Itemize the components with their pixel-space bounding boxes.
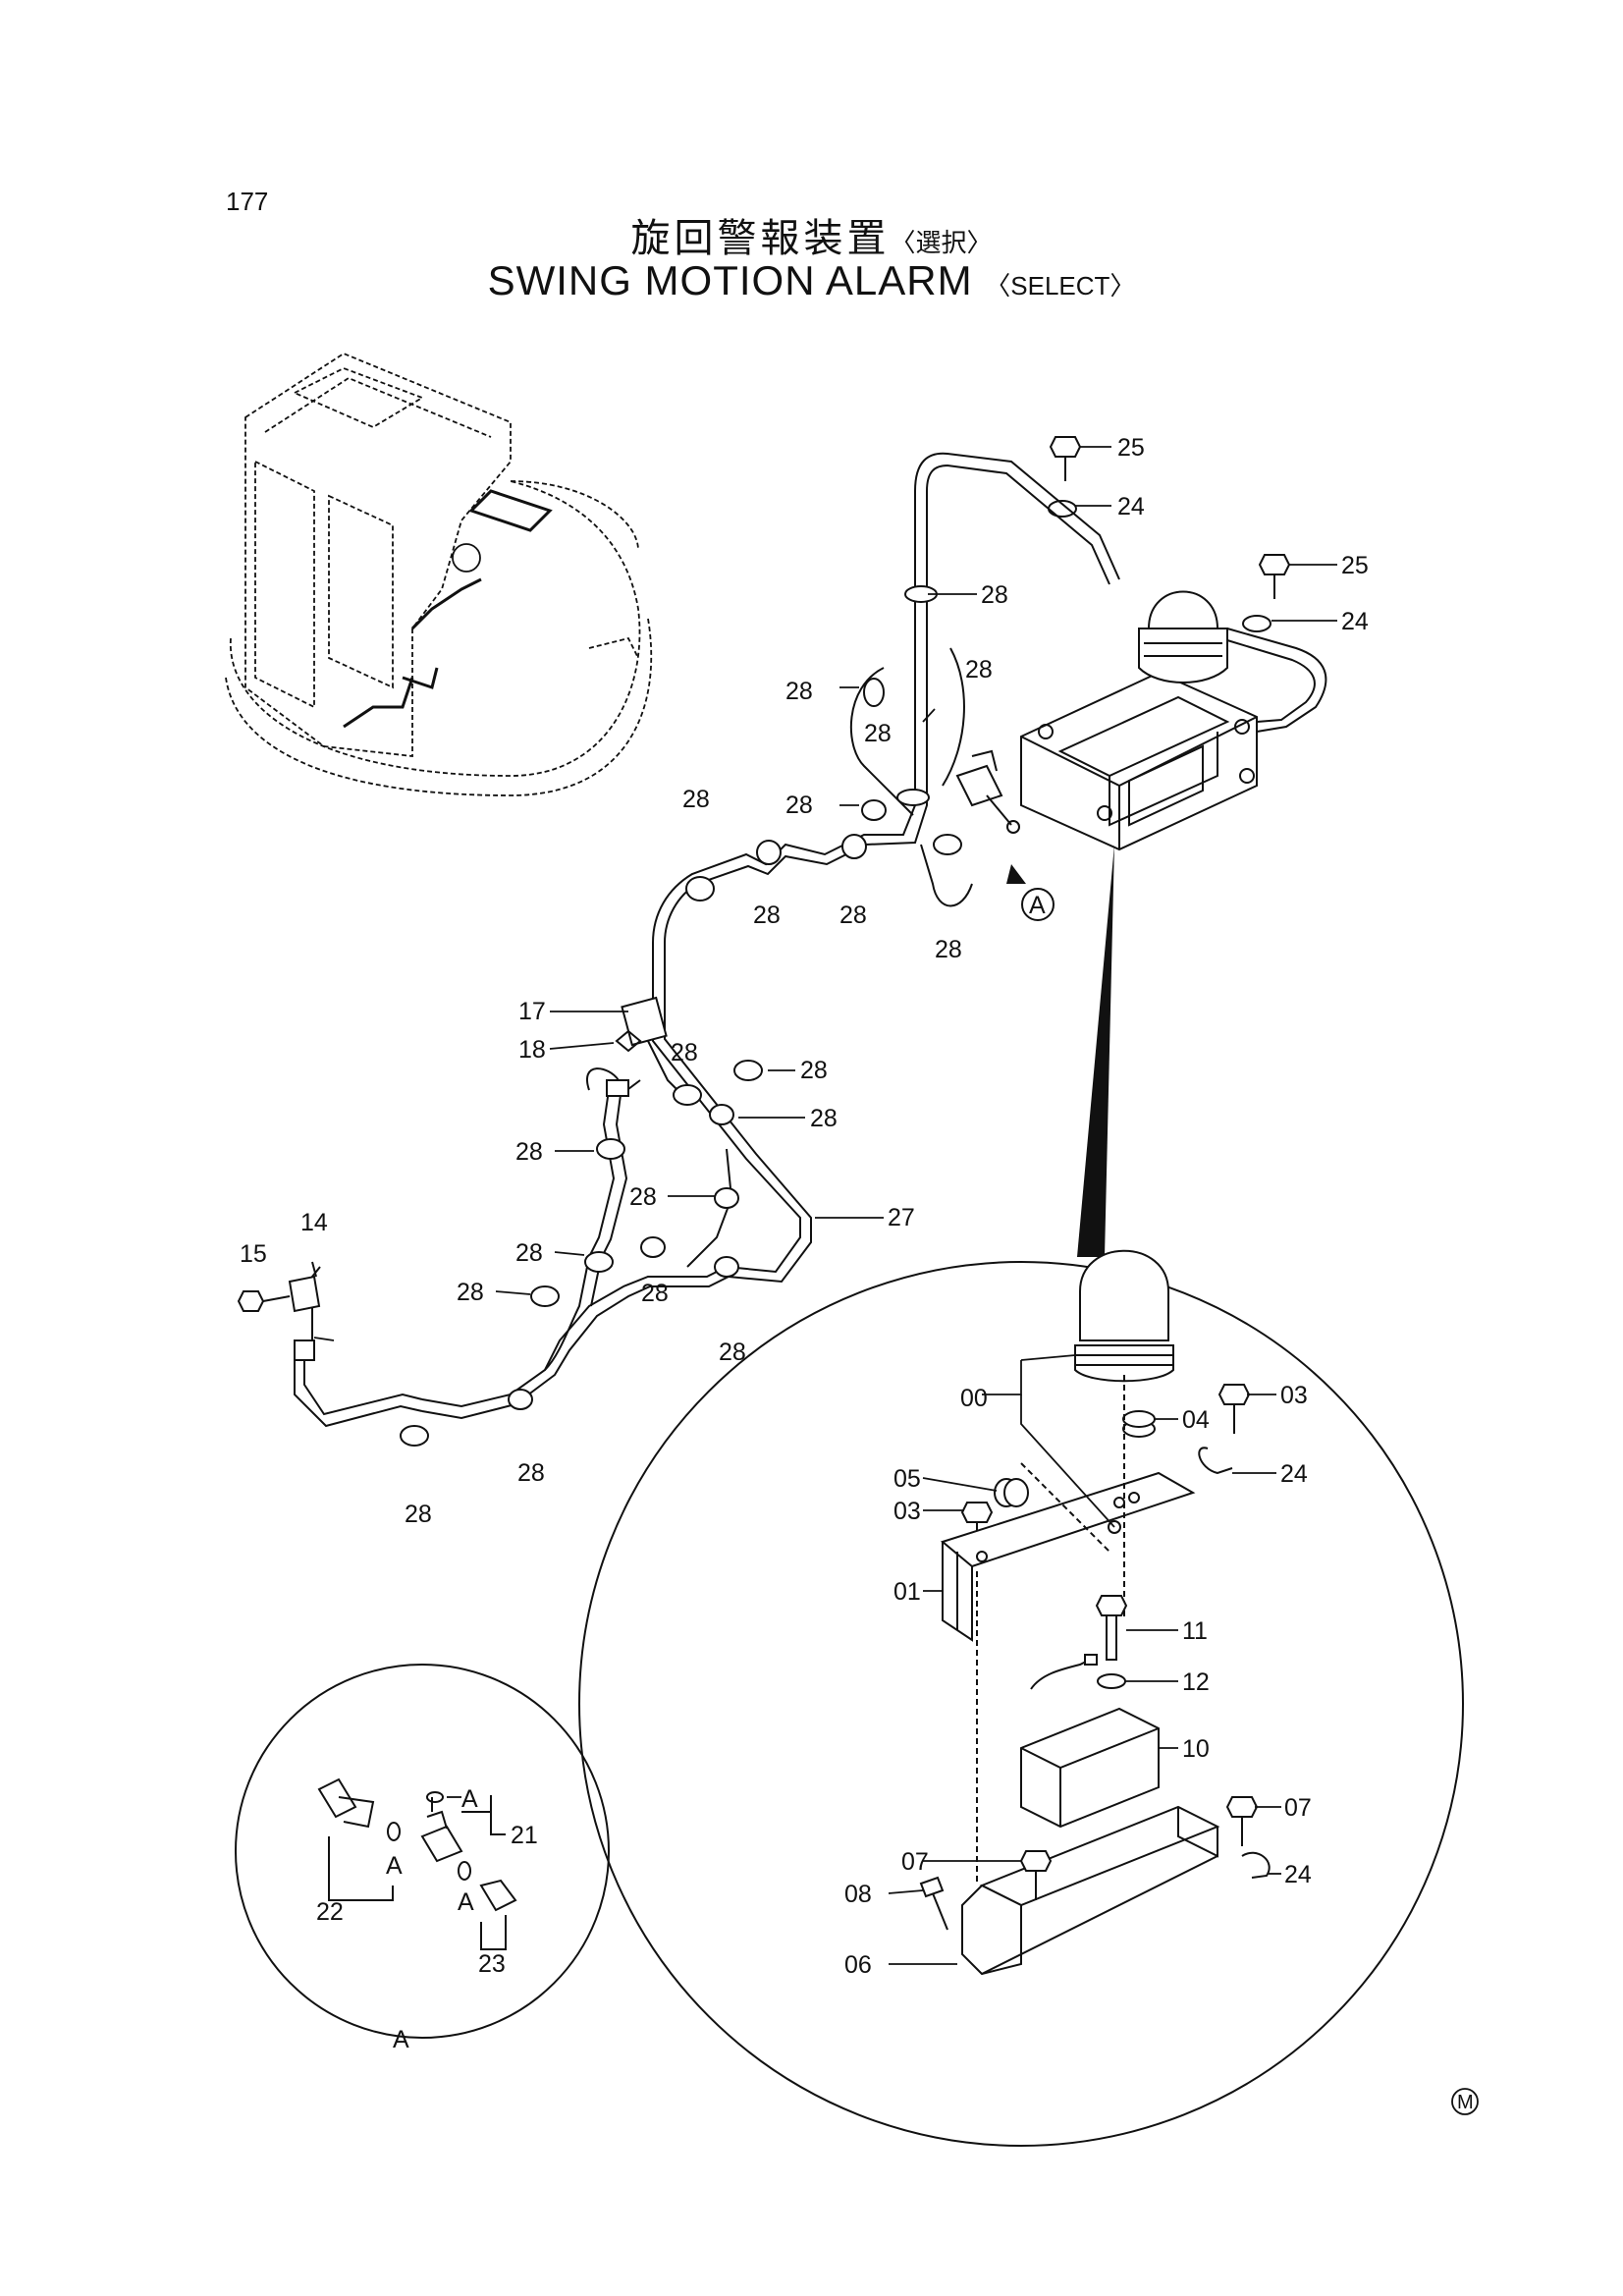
callout-28: 28 xyxy=(800,1057,828,1084)
callout-28: 28 xyxy=(517,1459,545,1487)
callout-05: 05 xyxy=(893,1465,921,1493)
harness-clamps-28 xyxy=(400,585,962,1447)
callout-27: 27 xyxy=(888,1204,915,1231)
callout-labels: 25 24 25 24 28 28 28 28 28 28 28 28 28 2… xyxy=(240,434,1369,2053)
callout-24: 24 xyxy=(1117,493,1145,520)
corner-mark-letter: M xyxy=(1457,2092,1474,2113)
callout-07: 07 xyxy=(901,1848,929,1876)
callout-25: 25 xyxy=(1117,434,1145,462)
title-japanese: 旋回警報装置〈選択〉 xyxy=(0,206,1623,263)
zoom-wedge xyxy=(1077,845,1114,1257)
title-english: SWING MOTION ALARM 〈SELECT〉 xyxy=(0,257,1623,304)
callout-28: 28 xyxy=(839,902,867,929)
leader-lines xyxy=(313,446,1337,1965)
callout-28: 28 xyxy=(719,1339,746,1366)
callout-04: 04 xyxy=(1182,1406,1210,1434)
excavator-body xyxy=(225,352,653,796)
callout-28: 28 xyxy=(515,1239,543,1267)
callout-22: 22 xyxy=(316,1898,344,1926)
detail-circle-beacon xyxy=(578,1249,1464,2147)
corner-mark: M xyxy=(1451,2088,1479,2115)
callout-03: 03 xyxy=(1280,1382,1308,1409)
title-jp-main: 旋回警報装置 xyxy=(630,216,891,261)
callout-00: 00 xyxy=(960,1385,988,1412)
callout-28: 28 xyxy=(981,581,1008,609)
callout-28: 28 xyxy=(629,1183,657,1211)
callout-28: 28 xyxy=(671,1039,698,1066)
title-jp-sub: 〈選択〉 xyxy=(890,229,993,258)
callout-28: 28 xyxy=(785,792,813,819)
callout-25: 25 xyxy=(1341,552,1369,579)
callout-03: 03 xyxy=(893,1498,921,1525)
callout-28: 28 xyxy=(965,656,993,683)
callout-28: 28 xyxy=(405,1501,432,1528)
beacon-assembly xyxy=(955,436,1291,851)
callout-24: 24 xyxy=(1284,1861,1312,1888)
callout-28: 28 xyxy=(457,1279,484,1306)
callout-10: 10 xyxy=(1182,1735,1210,1763)
detail-a-pointer: A xyxy=(1006,864,1055,921)
callout-12: 12 xyxy=(1182,1668,1210,1696)
callout-01: 01 xyxy=(893,1578,921,1606)
callout-11: 11 xyxy=(1182,1617,1208,1645)
detail-a-marker: A xyxy=(1029,892,1046,919)
detail-circle-a xyxy=(235,1664,610,2039)
callout-28: 28 xyxy=(753,902,781,929)
callout-28: 28 xyxy=(682,786,710,813)
callout-23: 23 xyxy=(478,1950,506,1978)
callout-07: 07 xyxy=(1284,1794,1312,1822)
callout-15: 15 xyxy=(240,1240,267,1268)
callout-21: 21 xyxy=(511,1822,538,1849)
title-en-sub: 〈SELECT〉 xyxy=(985,271,1136,301)
title-en-main: SWING MOTION ALARM xyxy=(487,257,973,303)
callout-06: 06 xyxy=(844,1951,872,1979)
port-a-label: A xyxy=(458,1888,474,1916)
pressure-switch-14-15 xyxy=(237,1261,321,1361)
callout-17: 17 xyxy=(518,998,546,1025)
callout-28: 28 xyxy=(864,720,892,747)
port-a-label: A xyxy=(386,1852,403,1880)
callout-28: 28 xyxy=(515,1138,543,1166)
callout-28: 28 xyxy=(785,678,813,705)
callout-28: 28 xyxy=(810,1105,838,1132)
wire-harness-27 xyxy=(294,452,1327,1428)
callout-24: 24 xyxy=(1280,1460,1308,1488)
port-a-label: A xyxy=(461,1785,478,1813)
callout-14: 14 xyxy=(300,1209,328,1236)
callout-28: 28 xyxy=(641,1280,669,1307)
detail-a-caption: A xyxy=(393,2026,409,2053)
callout-18: 18 xyxy=(518,1036,546,1064)
callout-24: 24 xyxy=(1341,608,1369,635)
callout-28: 28 xyxy=(935,936,962,963)
page-number: 177 xyxy=(226,187,269,216)
callout-08: 08 xyxy=(844,1881,872,1908)
